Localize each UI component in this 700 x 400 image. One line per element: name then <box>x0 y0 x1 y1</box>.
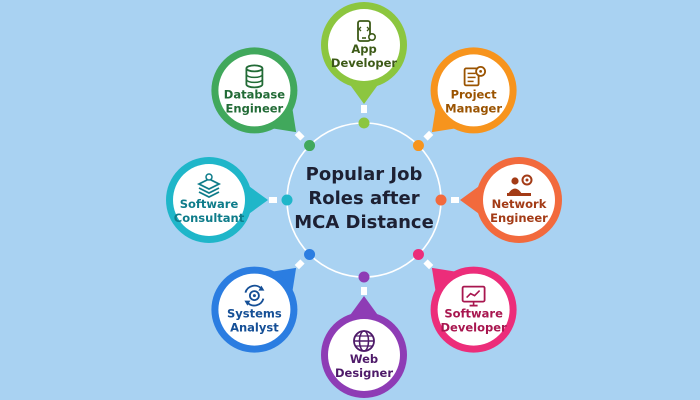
role-label-line: Developer <box>331 56 398 70</box>
role-label-line: Developer <box>441 321 508 335</box>
monitor-chart-icon <box>461 285 486 307</box>
node-core <box>483 164 555 236</box>
ring-dots <box>281 117 447 283</box>
network-user-icon <box>507 174 533 196</box>
role-label-line: Manager <box>445 101 502 115</box>
node-core <box>437 273 510 346</box>
role-label-line: App <box>351 42 376 56</box>
ring-dot-project-manager <box>412 140 424 152</box>
node-pointer <box>460 184 482 216</box>
database-icon <box>245 64 264 89</box>
ring-dot-web-designer <box>358 271 370 283</box>
center-title-line: Popular Job <box>306 164 423 185</box>
role-label-line: Systems <box>227 307 282 321</box>
ring-dot-software-developer <box>412 248 424 260</box>
role-label-line: Consultant <box>174 211 245 225</box>
connector-database-engineer <box>292 128 305 141</box>
role-label-line: Network <box>492 197 547 211</box>
role-label-line: Database <box>224 87 285 101</box>
node-core <box>218 54 291 127</box>
role-label-line: Project <box>451 87 498 101</box>
ring-dot-app-developer <box>358 117 370 129</box>
node-core <box>328 9 400 81</box>
node-core <box>218 273 291 346</box>
role-label-line: Analyst <box>230 321 279 335</box>
clipboard-gear-icon <box>463 65 487 87</box>
node-core <box>173 164 245 236</box>
layers-gear-icon <box>196 173 222 199</box>
globe-icon <box>353 330 375 352</box>
connector-project-manager <box>423 128 436 141</box>
ring-dot-systems-analyst <box>304 248 316 260</box>
node-pointer <box>246 184 268 216</box>
connectors <box>266 102 462 298</box>
role-label-line: Designer <box>335 366 393 380</box>
node-core <box>328 319 400 391</box>
connector-systems-analyst <box>292 259 305 272</box>
role-label-line: Engineer <box>226 101 284 115</box>
mobile-gear-icon <box>357 20 377 42</box>
ring-dot-database-engineer <box>304 140 316 152</box>
center-title-line: MCA Distance <box>294 212 434 233</box>
node-pointer <box>348 296 380 318</box>
gear-cycle-icon <box>244 284 265 307</box>
ring-dot-network-engineer <box>435 194 447 206</box>
role-label-line: Software <box>180 197 239 211</box>
connector-software-developer <box>423 259 436 272</box>
role-label-line: Engineer <box>490 211 548 225</box>
center-title-line: Roles after <box>308 188 419 209</box>
ring-dot-software-consultant <box>281 194 293 206</box>
role-label-line: Software <box>444 307 503 321</box>
node-pointer <box>348 82 380 104</box>
role-label-line: Web <box>350 352 378 366</box>
node-core <box>437 54 510 127</box>
